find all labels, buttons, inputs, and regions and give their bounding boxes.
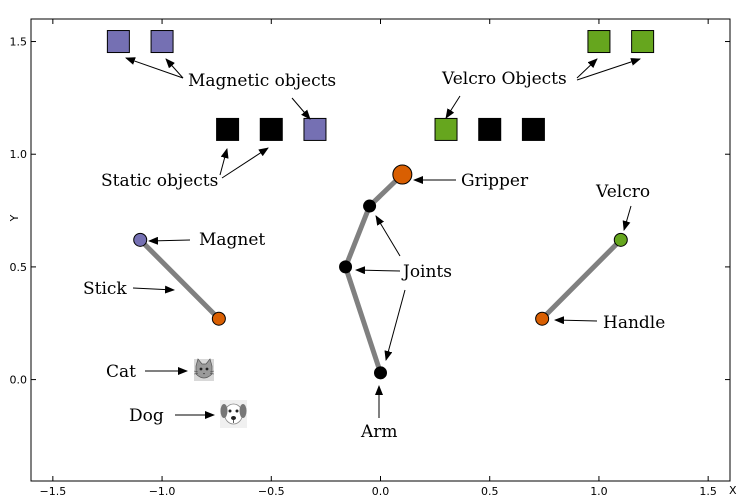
dog-icon: [220, 400, 247, 428]
velcro-arrow: [622, 205, 632, 231]
handle-label: Handle: [603, 313, 665, 333]
y-axis-title: Y: [8, 214, 21, 222]
stick-label: Stick: [83, 279, 127, 299]
static-arrow-2: [221, 147, 269, 179]
handle-arrow: [554, 316, 598, 325]
static-arrow-1: [219, 148, 229, 176]
arm-joint: [363, 199, 377, 213]
dog-label: Dog: [129, 406, 164, 426]
static-object: [478, 117, 502, 141]
velcro-label: Velcro: [595, 182, 650, 202]
magnet-arrow: [148, 236, 191, 245]
x-tick-label: 0.0: [372, 485, 390, 496]
x-tick-label: −1.0: [149, 485, 176, 496]
joints-arrow-3: [384, 289, 406, 361]
gripper-label: Gripper: [461, 171, 529, 191]
cat-icon: [193, 358, 215, 381]
annotation-arrows: [125, 57, 641, 419]
joints-arrow-1: [375, 215, 401, 257]
nodes: [133, 164, 628, 380]
static-object: [259, 117, 283, 141]
x-tick-label: 0.5: [481, 485, 499, 496]
velcro-objects-arrow-3: [445, 95, 461, 119]
y-tick-label: 1.0: [10, 148, 28, 161]
x-axis-title: X: [729, 484, 737, 496]
arm-joint: [339, 260, 353, 274]
velcro-object: [631, 30, 655, 54]
magnetic-objects-label: Magnetic objects: [188, 71, 336, 91]
velcro-objects-arrow-2: [576, 58, 641, 81]
magnetic-arrow-1: [125, 57, 184, 79]
magnetic-arrow-3: [291, 97, 311, 120]
x-tick-label: 1.5: [699, 485, 717, 496]
joints-label: Joints: [401, 262, 452, 282]
magnet-node: [133, 232, 148, 247]
objects: [106, 30, 655, 141]
axis-tick-labels: −1.5 −1.0 −0.5 0.0 0.5 1.0 1.5 0.0 0.5 1.0 1.5: [10, 36, 717, 496]
velcro-object: [587, 30, 611, 54]
joints-arrow-2: [355, 266, 401, 275]
magnet-stick-handle: [211, 311, 226, 326]
y-tick-label: 0.0: [10, 374, 28, 387]
axis-ticks: [31, 19, 730, 481]
cat-label: Cat: [106, 362, 136, 382]
static-objects-label: Static objects: [101, 171, 218, 191]
y-tick-label: 1.5: [10, 36, 28, 49]
arm-link: [342, 172, 405, 376]
magnetic-object: [303, 117, 327, 141]
static-object: [521, 117, 545, 141]
gripper-node: [392, 164, 413, 185]
velcro-objects-arrow-1: [576, 58, 598, 79]
stick-arrow: [132, 285, 175, 294]
arm-joint: [374, 366, 387, 380]
velcro-node: [613, 232, 628, 247]
velcro-stick-handle: [535, 311, 550, 326]
links: [137, 172, 624, 376]
magnetic-object: [150, 30, 174, 54]
velcro-objects-label: Velcro Objects: [441, 69, 567, 89]
x-tick-label: −1.5: [39, 485, 66, 496]
static-object: [216, 117, 240, 141]
magnetic-object: [106, 30, 130, 54]
x-tick-label: −0.5: [258, 485, 285, 496]
y-tick-label: 0.5: [10, 261, 28, 274]
x-tick-label: 1.0: [590, 485, 608, 496]
arm-label: Arm: [360, 422, 398, 442]
magnet-label: Magnet: [199, 230, 265, 250]
magnetic-arrow-2: [165, 58, 184, 79]
velcro-object: [434, 117, 458, 141]
magnet-stick: [137, 237, 222, 322]
velcro-stick: [539, 237, 624, 322]
